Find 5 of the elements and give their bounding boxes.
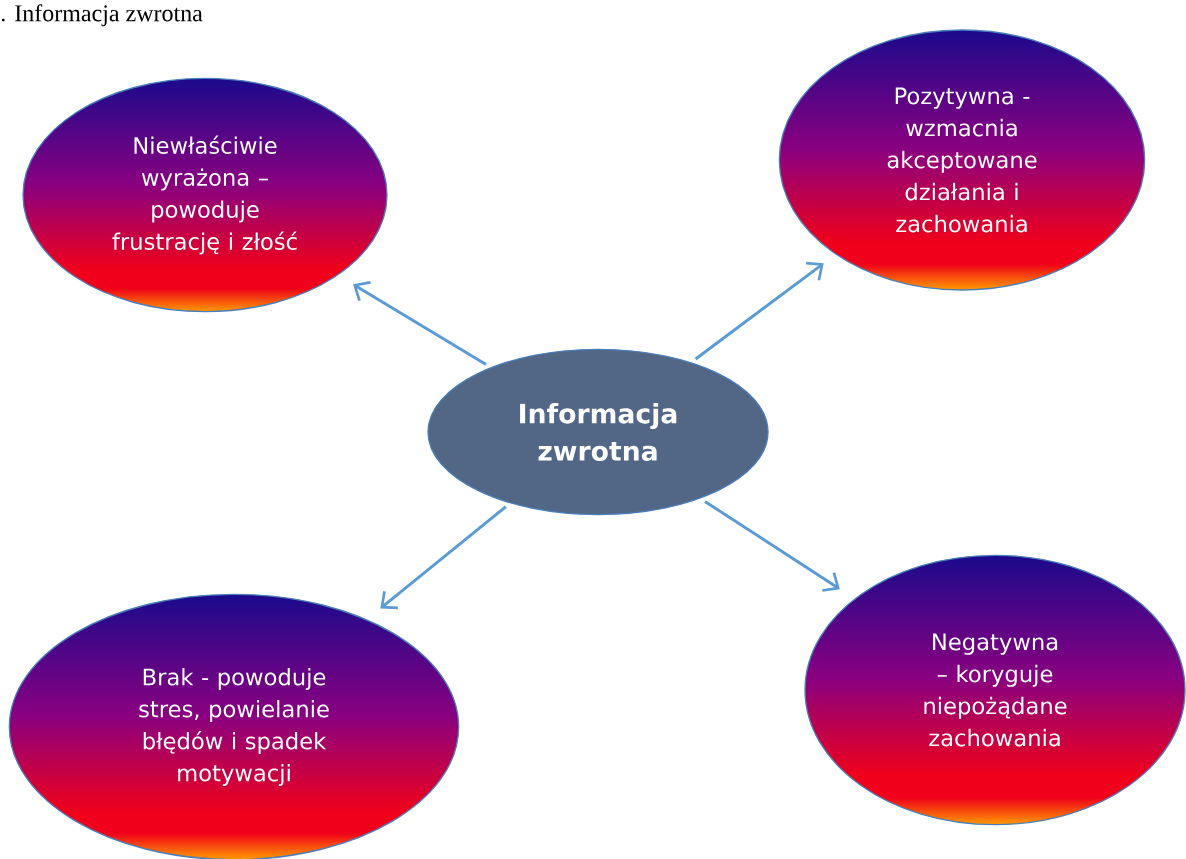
arrow — [353, 281, 487, 366]
arrow — [694, 261, 824, 361]
heading: . Informacja zwrotna — [1, 4, 203, 27]
arrow — [704, 500, 840, 592]
arrow — [380, 505, 507, 610]
